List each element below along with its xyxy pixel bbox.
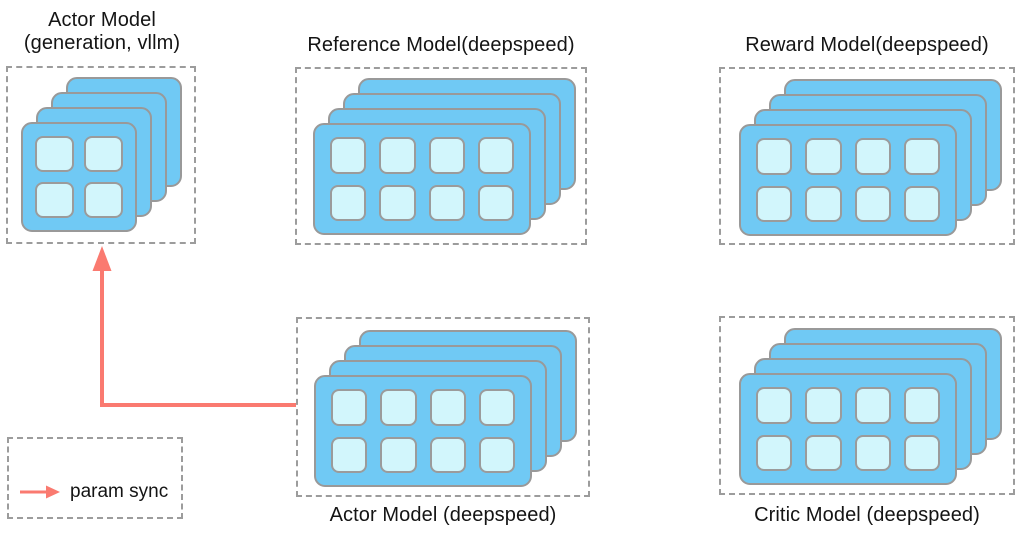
gpu-cell [903,138,940,175]
reward-gpu-stack [721,69,1013,243]
gpu-cell [854,138,891,175]
actor-vllm-title-line1: Actor Model [48,9,156,31]
gpu-node-card-front [314,375,532,487]
critic-label: Critic Model (deepspeed) [754,504,980,526]
gpu-node-card-front [739,373,957,485]
actor-vllm-box [6,66,196,244]
param-sync-arrow-line [100,268,296,407]
gpu-cell [756,387,793,424]
legend-label: param sync [70,481,169,502]
reward-title: Reward Model(deepspeed) [745,34,989,56]
reference-gpu-stack [297,69,585,243]
legend-arrowhead-icon [46,485,60,499]
gpu-node-card-front [739,124,957,236]
gpu-cell [903,434,940,471]
actor-vllm-title: Actor Model (generation, vllm) [0,9,204,55]
gpu-cell [805,434,842,471]
actor-vllm-title-line2: (generation, vllm) [23,32,181,54]
gpu-cell [805,138,842,175]
actor-vllm-gpu-stack [8,68,194,242]
legend-box [7,437,183,519]
gpu-cell [379,184,416,221]
gpu-cell [330,184,367,221]
actor-ds-label: Actor Model (deepspeed) [329,504,557,526]
actor-ds-box [296,317,590,497]
gpu-cell [331,436,368,473]
gpu-cell [428,184,465,221]
gpu-cell [756,434,793,471]
gpu-cell [429,436,466,473]
gpu-cell [805,185,842,222]
reward-box [719,67,1015,245]
gpu-cell [903,387,940,424]
gpu-cell [854,387,891,424]
reference-box [295,67,587,245]
gpu-node-card-front [313,123,531,235]
reference-title: Reference Model(deepspeed) [307,34,575,56]
gpu-cell [429,389,466,426]
gpu-node-card-front [21,122,137,232]
gpu-cell [478,389,515,426]
param-sync-arrowhead-icon [92,246,112,271]
param-sync-legend-icon [20,485,60,499]
gpu-cell [756,185,793,222]
legend-row: param sync [19,481,168,503]
gpu-cell [380,389,417,426]
gpu-cell [477,137,514,174]
gpu-cell [478,436,515,473]
gpu-cell [756,138,793,175]
gpu-cell [35,182,74,218]
gpu-cell [805,387,842,424]
gpu-cell [903,185,940,222]
gpu-cell [35,136,74,172]
gpu-cell [330,137,367,174]
gpu-cell [331,389,368,426]
actor-ds-gpu-stack [298,319,588,495]
gpu-cell [477,184,514,221]
critic-box [719,316,1015,495]
gpu-cell [854,434,891,471]
gpu-cell [84,182,123,218]
gpu-cell [84,136,123,172]
gpu-cell [428,137,465,174]
critic-gpu-stack [721,318,1013,493]
gpu-cell [379,137,416,174]
gpu-cell [380,436,417,473]
gpu-cell [854,185,891,222]
